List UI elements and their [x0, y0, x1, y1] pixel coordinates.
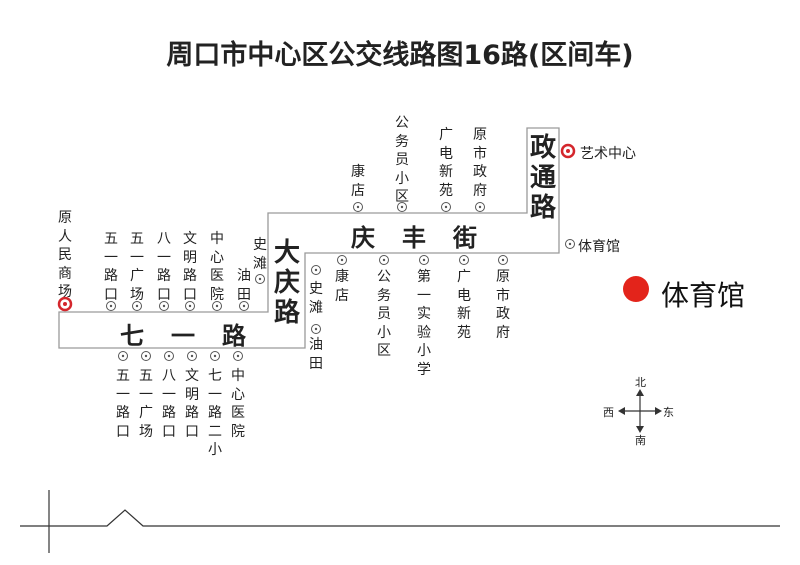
stop-label-inner-qiyi-3: 文明路口 [185, 368, 199, 440]
terminal-start-label: 原人民商场 [58, 210, 72, 300]
stop-label-inner-qiyi-2: 八一路口 [162, 368, 176, 440]
terminal-marker-end [560, 143, 576, 159]
stop-marker-inner-qingfeng-0 [337, 255, 347, 265]
stop-label-inner-zhengtong: 体育馆 [578, 239, 620, 255]
stop-label-inner-qiyi-5: 中心医院 [231, 368, 245, 440]
compass-cross [624, 395, 656, 427]
stop-marker-inner-qingfeng-3 [459, 255, 469, 265]
stop-marker-outer-qiyi-3 [185, 301, 195, 311]
stop-marker-outer-qingfeng-0 [353, 202, 363, 212]
stop-marker-outer-qingfeng-2 [441, 202, 451, 212]
stop-marker-outer-qingfeng-3 [475, 202, 485, 212]
stop-label-outer-qingfeng-0: 康店 [351, 164, 365, 199]
stop-label-inner-qingfeng-2: 第一实验小学 [417, 269, 431, 378]
stop-marker-outer-qiyi-2 [159, 301, 169, 311]
stop-label-inner-daqing-0: 史滩 [309, 281, 323, 316]
stop-label-outer-qingfeng-1: 公务员小区 [395, 115, 409, 205]
route-outline [58, 127, 560, 349]
stop-marker-inner-qingfeng-4 [498, 255, 508, 265]
stop-marker-inner-qiyi-4 [210, 351, 220, 361]
stop-label-inner-qiyi-0: 五一路口 [116, 368, 130, 440]
landmark-dot [623, 276, 649, 302]
stop-marker-inner-qiyi-1 [141, 351, 151, 361]
stop-marker-outer-qiyi-5 [239, 301, 249, 311]
landmark-label: 体育馆 [661, 279, 746, 312]
stop-marker-inner-qiyi-2 [164, 351, 174, 361]
stop-label-inner-qingfeng-0: 康店 [335, 269, 349, 304]
stop-label-outer-shitan: 史滩 [253, 237, 267, 272]
stop-marker-outer-qiyi-1 [132, 301, 142, 311]
stop-label-inner-qingfeng-1: 公务员小区 [377, 269, 391, 359]
stop-label-outer-qiyi-5: 油田 [237, 268, 251, 303]
stop-marker-outer-qiyi-0 [106, 301, 116, 311]
compass-arrows [618, 389, 662, 433]
stop-marker-outer-qingfeng-1 [397, 202, 407, 212]
stop-marker-outer-shitan [255, 274, 265, 284]
stop-label-inner-daqing-1: 油田 [309, 337, 323, 372]
stop-label-inner-qingfeng-3: 广电新苑 [457, 269, 471, 341]
compass-south-label: 南 [635, 434, 646, 447]
road-daqing-label: 大庆路 [273, 238, 300, 328]
stop-label-outer-qingfeng-3: 原市政府 [473, 127, 487, 199]
stop-label-outer-qiyi-3: 文明路口 [183, 231, 197, 303]
stop-label-outer-qiyi-2: 八一路口 [157, 231, 171, 303]
compass-north-label: 北 [635, 376, 646, 389]
road-qingfeng-label: 庆丰街 [351, 223, 504, 252]
stop-label-outer-qingfeng-2: 广电新苑 [439, 127, 453, 199]
stop-marker-inner-daqing-1 [311, 324, 321, 334]
compass-east-label: 东 [663, 406, 674, 419]
terminal-marker-start [57, 296, 73, 312]
terminal-end-label: 艺术中心 [580, 146, 636, 162]
stop-marker-inner-qingfeng-1 [379, 255, 389, 265]
compass-west-label: 西 [603, 406, 614, 419]
stop-label-inner-qiyi-4: 七一路二小 [208, 368, 222, 458]
stop-label-outer-qiyi-0: 五一路口 [104, 231, 118, 303]
stop-marker-inner-daqing-0 [311, 265, 321, 275]
stop-marker-inner-qiyi-0 [118, 351, 128, 361]
stop-label-inner-qiyi-1: 五一广场 [139, 368, 153, 440]
stop-label-outer-qiyi-1: 五一广场 [130, 231, 144, 303]
road-zhengtong-label: 政通路 [529, 133, 556, 223]
stop-label-outer-qiyi-4: 中心医院 [210, 231, 224, 303]
stop-marker-inner-qingfeng-2 [419, 255, 429, 265]
stop-marker-inner-qiyi-3 [187, 351, 197, 361]
stop-marker-inner-qiyi-5 [233, 351, 243, 361]
stop-marker-inner-zhengtong [565, 239, 575, 249]
stop-label-inner-qingfeng-4: 原市政府 [496, 269, 510, 341]
bottom-baseline [20, 490, 780, 553]
map-title: 周口市中心区公交线路图16路(区间车) [166, 40, 634, 71]
road-qiyi-label: 七一路 [120, 321, 273, 350]
stop-marker-outer-qiyi-4 [212, 301, 222, 311]
